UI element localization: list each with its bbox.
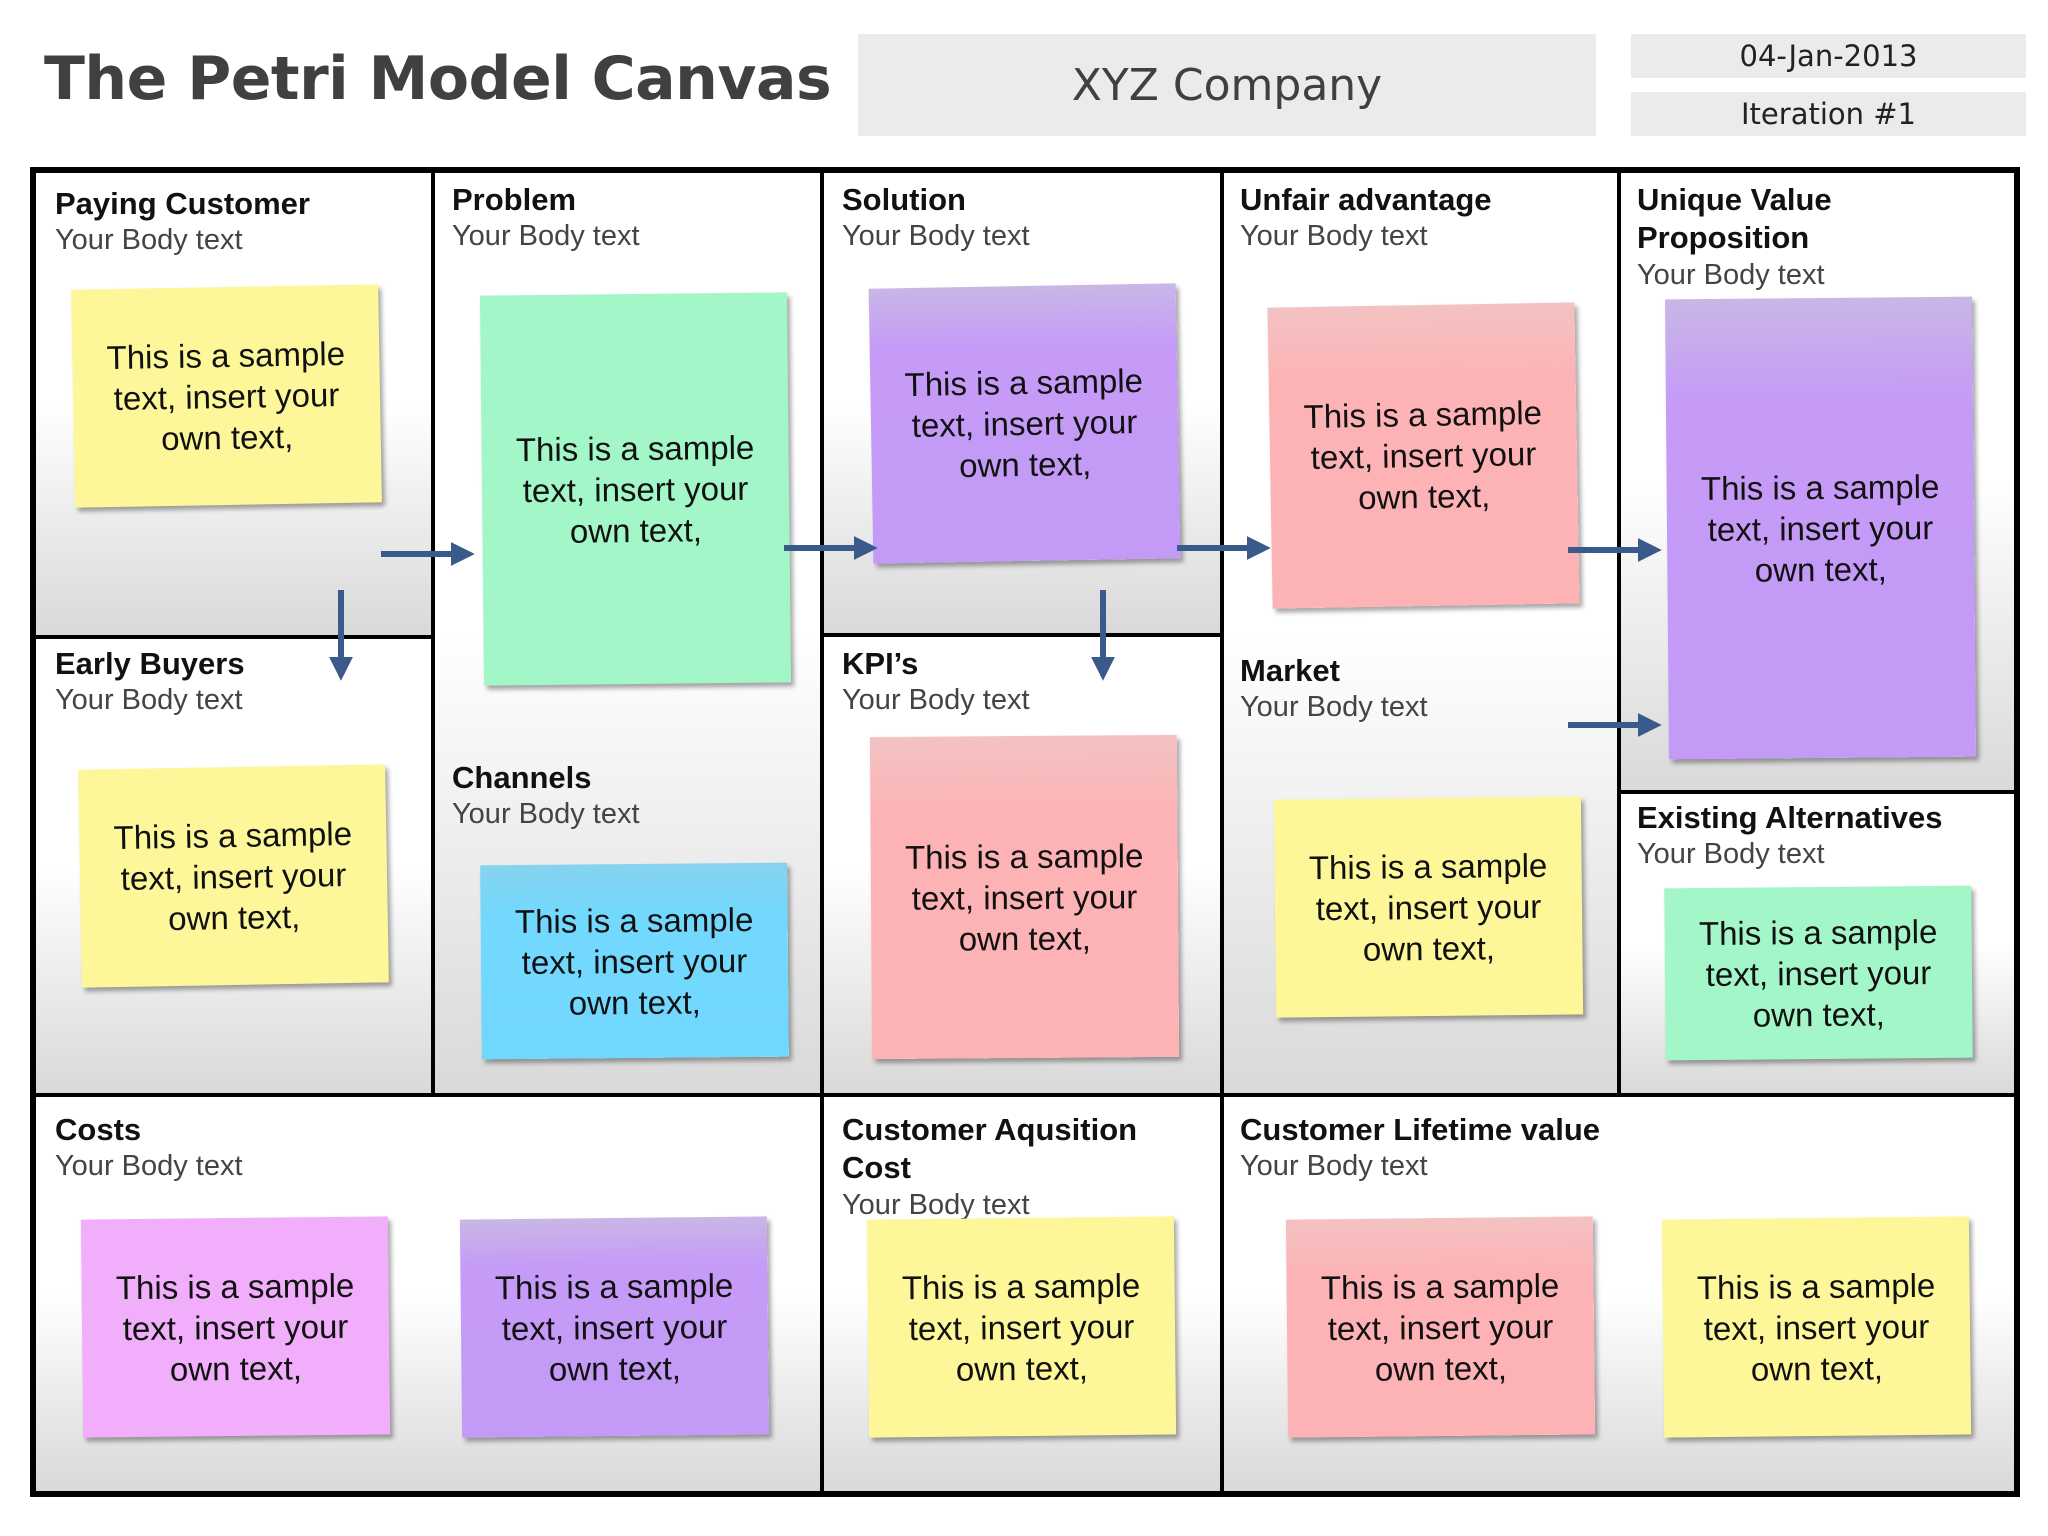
label-paying-customer: Paying Customer <box>55 186 310 221</box>
date-label: 04-Jan-2013 <box>1631 34 2026 78</box>
body-costs: Your Body text <box>55 1150 243 1182</box>
label-costs: Costs <box>55 1112 142 1147</box>
label-uvp-line1: Unique Value <box>1637 182 1832 217</box>
divider <box>36 1093 2014 1097</box>
divider <box>431 173 435 1093</box>
body-kpis: Your Body text <box>842 684 1030 716</box>
divider <box>824 633 1220 637</box>
label-cac-line1: Customer Aqusition <box>842 1112 1138 1147</box>
iteration-label: Iteration #1 <box>1631 92 2026 136</box>
body-unfair-advantage: Your Body text <box>1240 220 1428 252</box>
company-name: XYZ Company <box>858 34 1596 136</box>
sticky-note: This is a sample text, insert your own t… <box>868 283 1181 564</box>
label-early-buyers: Early Buyers <box>55 646 245 681</box>
body-problem: Your Body text <box>452 220 640 252</box>
sticky-note: This is a sample text, insert your own t… <box>71 284 382 508</box>
body-solution: Your Body text <box>842 220 1030 252</box>
sticky-note: This is a sample text, insert your own t… <box>1285 1216 1596 1438</box>
body-channels: Your Body text <box>452 798 640 830</box>
sticky-note: This is a sample text, insert your own t… <box>1664 296 1977 760</box>
label-problem: Problem <box>452 182 577 217</box>
divider <box>1617 173 1621 1093</box>
label-uvp-line2: Proposition <box>1637 220 1810 255</box>
label-channels: Channels <box>452 760 592 795</box>
sticky-note: This is a sample text, insert your own t… <box>78 764 389 988</box>
sticky-note: This is a sample text, insert your own t… <box>479 292 792 686</box>
sticky-note: This is a sample text, insert your own t… <box>869 734 1180 1060</box>
sticky-note: This is a sample text, insert your own t… <box>866 1216 1177 1438</box>
body-clv: Your Body text <box>1240 1150 1428 1182</box>
label-clv: Customer Lifetime value <box>1240 1112 1601 1147</box>
label-existing-alternatives: Existing Alternatives <box>1637 800 1943 835</box>
sticky-note: This is a sample text, insert your own t… <box>1267 302 1580 609</box>
sticky-note: This is a sample text, insert your own t… <box>80 1216 391 1438</box>
body-cac: Your Body text <box>842 1189 1030 1221</box>
body-paying-customer: Your Body text <box>55 224 243 256</box>
label-kpis: KPI’s <box>842 646 919 681</box>
body-uvp: Your Body text <box>1637 259 1825 291</box>
sticky-note: This is a sample text, insert your own t… <box>1661 1216 1972 1438</box>
sticky-note: This is a sample text, insert your own t… <box>480 862 789 1060</box>
body-early-buyers: Your Body text <box>55 684 243 716</box>
page-title: The Petri Model Canvas <box>44 44 832 114</box>
divider <box>1621 790 2014 794</box>
sticky-note: This is a sample text, insert your own t… <box>1664 885 1973 1061</box>
label-solution: Solution <box>842 182 966 217</box>
sticky-note: This is a sample text, insert your own t… <box>1273 796 1584 1018</box>
divider <box>36 635 431 639</box>
divider <box>820 173 824 1491</box>
label-market: Market <box>1240 653 1340 688</box>
label-cac-line2: Cost <box>842 1150 911 1185</box>
divider <box>1220 173 1224 1491</box>
body-market: Your Body text <box>1240 691 1428 723</box>
sticky-note: This is a sample text, insert your own t… <box>459 1216 770 1438</box>
body-existing-alternatives: Your Body text <box>1637 838 1825 870</box>
canvas-board <box>30 167 2020 1497</box>
label-unfair-advantage: Unfair advantage <box>1240 182 1492 217</box>
